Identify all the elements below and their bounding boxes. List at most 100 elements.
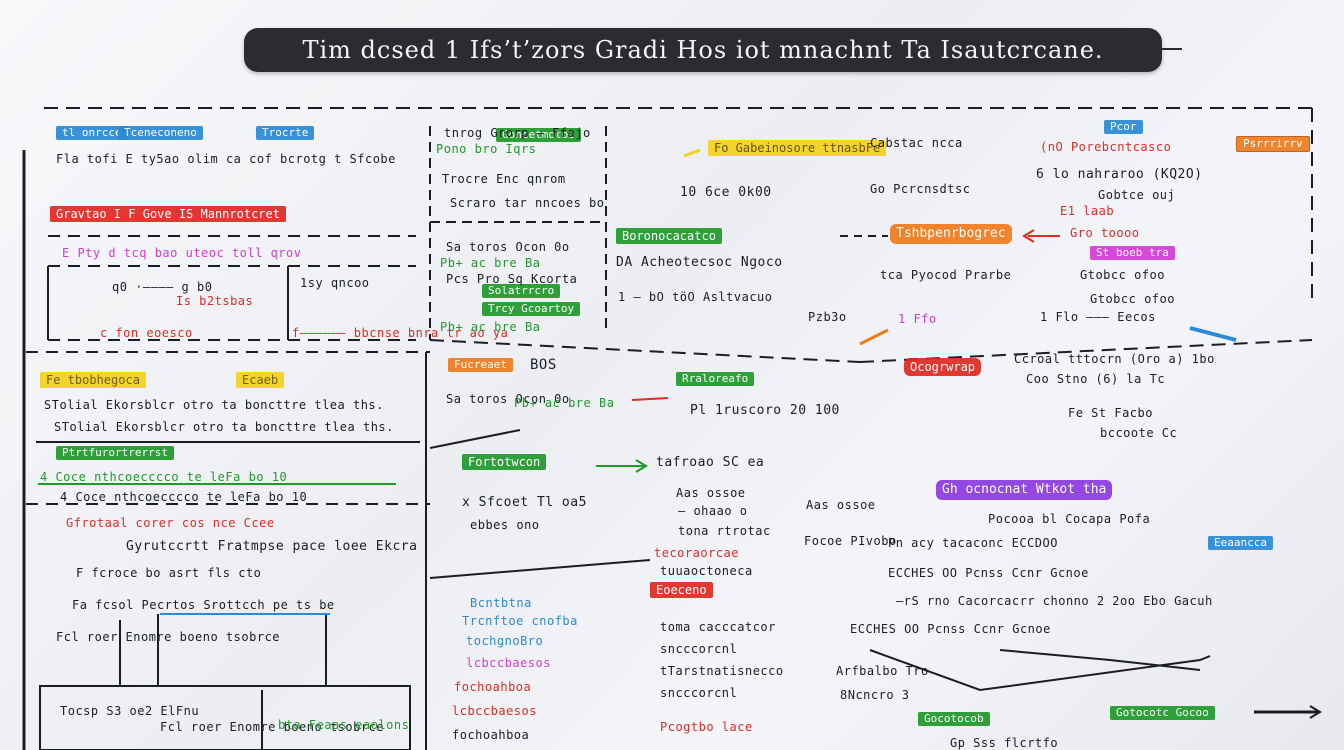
note-text: Coo Stno (6) la Tc bbox=[1026, 372, 1166, 386]
note-text: 4 Coce nthcoecccco te leFa bo 10 bbox=[60, 490, 308, 504]
tag-label: tl onrcce bbox=[62, 126, 122, 139]
note-text: tecoraorcae bbox=[654, 546, 739, 560]
blue-tag: Pcor bbox=[1104, 120, 1143, 134]
note-text: STolial Ekorsblcr otro ta boncttre tlea … bbox=[54, 420, 394, 434]
note-text: tuuaoctoneca bbox=[660, 564, 753, 578]
purple-tag: Gh ocnocnat Wtkot tha bbox=[936, 480, 1113, 500]
tag-label: Fe tbobhegoca bbox=[46, 373, 140, 387]
blue-accent-mark bbox=[1189, 326, 1237, 342]
note-text: tca Pyocod Prarbe bbox=[880, 268, 1012, 282]
blue-tag: Trocrte bbox=[256, 126, 315, 140]
green-tag: Solatrrcro bbox=[482, 284, 561, 298]
note-text: q0 ·–––– g b0 bbox=[112, 280, 213, 294]
note-text: Sa toros Ocon 0o bbox=[446, 392, 570, 406]
note-text: (nO Porebcntcasco bbox=[1040, 140, 1172, 154]
note-text: Pb+ ac bre Ba bbox=[440, 256, 541, 270]
note-text: 4 Coce nthcoecccco te leFa bo 10 bbox=[40, 470, 288, 484]
note-text: fochoahboa bbox=[452, 728, 530, 742]
green-tag: Gocotocob bbox=[918, 712, 990, 726]
note-text: c fon eoesco bbox=[100, 326, 193, 340]
note-text: ebbes ono bbox=[470, 518, 540, 532]
note-text: Gtobcc ofoo bbox=[1080, 268, 1165, 282]
note-text: Gyrutccrtt Fratmpse pace loee Ekcra bbox=[126, 539, 418, 554]
note-text: tTarstnatisnecco bbox=[660, 664, 784, 678]
note-text: Pb+ ac bre Ba bbox=[440, 320, 541, 334]
note-text: 1 Ffo bbox=[898, 312, 937, 326]
note-text: 10 6ce 0k00 bbox=[680, 185, 772, 200]
note-text: ECCHES OO Pcnss Ccnr Gcnoe bbox=[850, 622, 1051, 636]
tag-label: Psrrrirrv bbox=[1243, 137, 1303, 150]
note-text: Pcs Pro Sq Kcorta bbox=[446, 272, 578, 286]
note-text: Aas ossoe bbox=[806, 498, 876, 512]
note-text: Fla tofi E ty5ao olim ca cof bcrotg t Sf… bbox=[56, 152, 396, 166]
note-text: F fcroce bo asrt fls cto bbox=[76, 566, 262, 580]
yellow-tag: Ecaeb bbox=[236, 372, 285, 388]
note-text: Pcogtbo lace bbox=[660, 720, 753, 734]
tag-label: Fucreaet bbox=[454, 358, 507, 371]
note-text: 1 Flo ––– Eecos bbox=[1040, 310, 1156, 324]
note-text: Fcl roer Enomre boeno tsobrce bbox=[160, 720, 385, 734]
note-text: Arfbalbo Tro bbox=[836, 664, 929, 678]
tag-label: St boeb tra bbox=[1096, 246, 1169, 259]
diagonal-dashed-line bbox=[429, 339, 861, 363]
note-text: Gobtce ouj bbox=[1098, 188, 1176, 202]
note-text: Gtobcc ofoo bbox=[1090, 292, 1175, 306]
note-text: 1 – bO töO Asltvacuo bbox=[618, 290, 773, 304]
green-tag: Trcy Gcoartoy bbox=[482, 302, 581, 316]
tag-label: Gh ocnocnat Wtkot tha bbox=[942, 482, 1107, 497]
red-tag: Ocogrwrap bbox=[904, 358, 982, 376]
orange-tag: Tshbpenrbogrec bbox=[890, 224, 1012, 244]
branch-line-2 bbox=[429, 559, 651, 579]
tag-label: Trcy Gcoartoy bbox=[488, 302, 575, 315]
tag-label: Gocotocob bbox=[924, 712, 984, 725]
tag-label: Ocogrwrap bbox=[910, 360, 976, 374]
tag-label: Tshbpenrbogrec bbox=[896, 226, 1006, 241]
blue-tag: Tceneconeno bbox=[118, 126, 203, 140]
red-tick bbox=[631, 397, 669, 401]
tag-label: Gravtao I F Gove IS Mannrotcret bbox=[56, 207, 280, 221]
tag-label: Gotocotc Gocoo bbox=[1116, 706, 1209, 719]
note-text: Pzb3o bbox=[808, 310, 847, 324]
bottom-left-box bbox=[39, 685, 411, 750]
red-tag: Gravtao I F Gove IS Mannrotcret bbox=[50, 206, 286, 222]
note-text: Is b2tsbas bbox=[176, 294, 254, 308]
note-text: 1sy qncoo bbox=[300, 276, 370, 290]
tag-label: Ecaeb bbox=[242, 373, 279, 387]
note-text: –rS rno Cacorcacrr chonno 2 2oo Ebo Gacu… bbox=[896, 594, 1213, 608]
note-text: x Sfcoet Tl oa5 bbox=[462, 495, 587, 510]
note-text: tafroao SC ea bbox=[656, 455, 765, 470]
orange-tag: Psrrrirrv bbox=[1236, 136, 1310, 152]
magenta-tag: St boeb tra bbox=[1090, 246, 1175, 260]
note-text: Go Pcrcnsdtsc bbox=[870, 182, 971, 196]
note-text: Focoe PIvobo bbox=[804, 534, 897, 548]
note-text: tochgnoBro bbox=[466, 634, 544, 648]
note-text: Trcnftoe cnofba bbox=[462, 614, 578, 628]
tag-label: Fo Gabeinosore ttnasbFe bbox=[714, 141, 881, 155]
blue-tag: tl onrcce bbox=[56, 126, 128, 140]
branch-line bbox=[429, 429, 521, 449]
note-text: bccoote Cc bbox=[1100, 426, 1178, 440]
note-text: lcbccbaesos bbox=[466, 656, 551, 670]
tag-label: Solatrrcro bbox=[488, 284, 555, 297]
tag-label: Tceneconeno bbox=[124, 126, 197, 139]
blue-tag: Eeaancca bbox=[1208, 536, 1273, 550]
page-title: Tim dcsed 1 Ifs’t’zors Gradi Hos iot mna… bbox=[302, 36, 1104, 64]
note-text: f–––––– bbcnse bnra tr ao ya bbox=[292, 326, 509, 340]
yellow-accent-mark bbox=[683, 148, 701, 158]
note-text: Pl 1ruscoro 20 100 bbox=[690, 403, 840, 418]
yellow-tag: Fo Gabeinosore ttnasbFe bbox=[708, 140, 887, 156]
note-text: Bcntbtna bbox=[470, 596, 532, 610]
note-text: E1 laab bbox=[1060, 204, 1115, 218]
note-text: fochoahboa bbox=[454, 680, 532, 694]
tag-label: Eoeceno bbox=[656, 583, 707, 597]
tag-label: Goncetmotoo bbox=[502, 128, 575, 141]
note-text: STolial Ekorsblcr otro ta boncttre tlea … bbox=[44, 398, 384, 412]
note-text: tona rtrotac bbox=[678, 524, 771, 538]
note-text: Aas ossoe bbox=[676, 486, 746, 500]
note-text: Fcl roer Enomre boeno tsobrce bbox=[56, 630, 281, 644]
note-text: Pn acy tacaconc ECCDOO bbox=[888, 536, 1058, 550]
red-arrow-head bbox=[1022, 229, 1035, 243]
note-text: Gfrotaal corer cos nce Ccee bbox=[66, 516, 275, 530]
curve-arrow-line bbox=[999, 649, 1201, 671]
